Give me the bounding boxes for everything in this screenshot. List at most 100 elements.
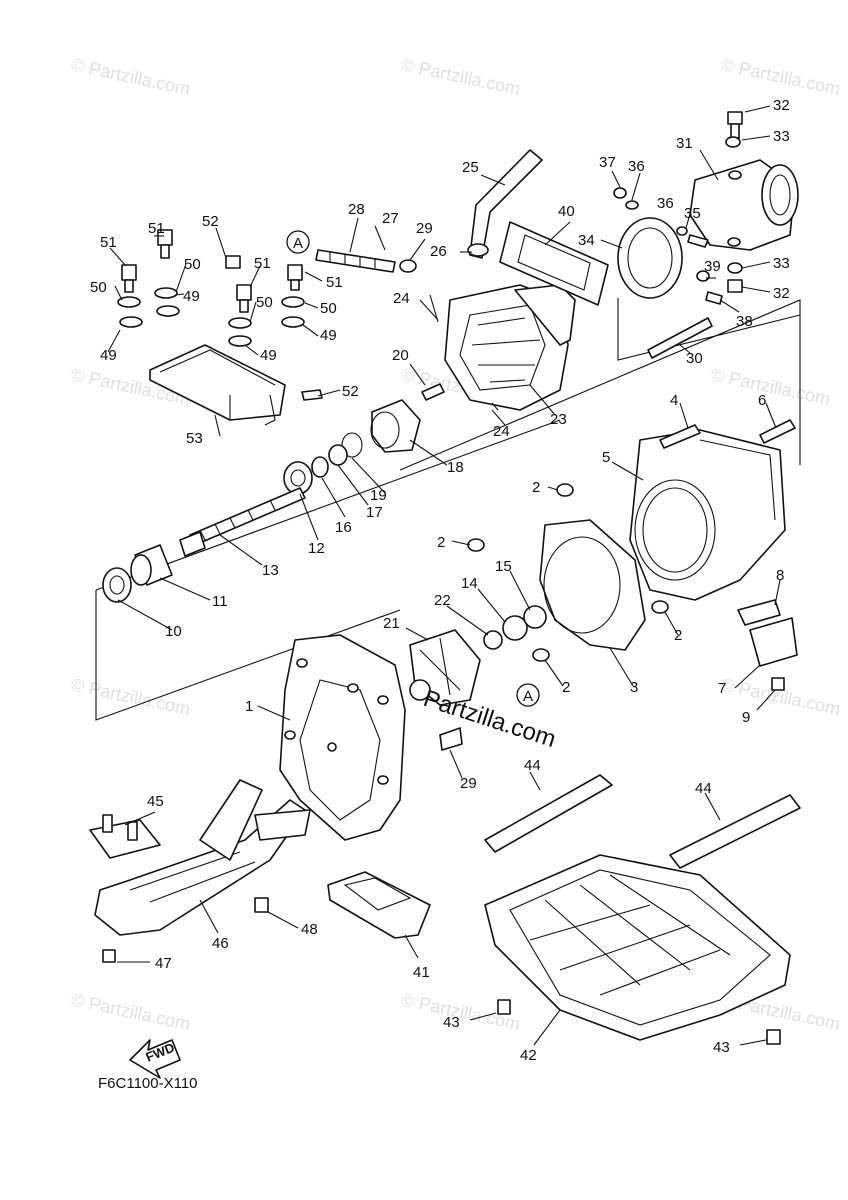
callout-34: 34 [578, 232, 595, 249]
leader-lines [107, 105, 781, 1046]
callout-26: 26 [430, 243, 447, 260]
callout-6: 6 [758, 392, 766, 409]
fwd-arrow-icon: FWD [129, 1039, 181, 1079]
callout-13: 13 [262, 562, 279, 579]
callout-4: 4 [670, 392, 678, 409]
callout-36: 36 [628, 158, 645, 175]
callout-52: 52 [342, 383, 359, 400]
callout-32: 32 [773, 97, 790, 114]
callout-17: 17 [366, 504, 383, 521]
callout-8: 8 [776, 567, 784, 584]
dowel-pins-2 [467, 483, 669, 662]
callout-35: 35 [684, 205, 701, 222]
drive-shaft-13 [179, 487, 306, 557]
bolts-4-6 [659, 419, 796, 449]
callout-42: 42 [520, 1047, 537, 1064]
pump-body-1 [279, 634, 406, 841]
callout-3: 3 [630, 679, 638, 696]
callout-2: 2 [674, 627, 682, 644]
callout-43: 43 [443, 1014, 460, 1031]
nozzle-ring-34 [617, 217, 683, 299]
callout-33: 33 [773, 128, 790, 145]
callout-48: 48 [301, 921, 318, 938]
callout-7: 7 [718, 680, 726, 697]
gasket-frame-40 [499, 221, 609, 306]
small-hardware-right [613, 111, 743, 305]
callout-11: 11 [212, 593, 228, 610]
callout-23: 23 [550, 411, 567, 428]
callout-14: 14 [461, 575, 478, 592]
callout-10: 10 [165, 623, 182, 640]
intake-duct-46 [94, 779, 311, 936]
rail-44-left [484, 774, 613, 853]
callout-18: 18 [447, 459, 464, 476]
hose-parts [315, 149, 543, 273]
svg-text:A: A [293, 235, 303, 252]
callout-52: 52 [202, 213, 219, 230]
callout-49: 49 [100, 347, 117, 364]
reference-marker-a-top: A [286, 230, 310, 254]
callout-12: 12 [308, 540, 325, 557]
callout-2: 2 [437, 534, 445, 551]
watermark-text: © Partzilla.com [69, 989, 192, 1034]
watermark-text: © Partzilla.com [399, 54, 522, 99]
frame-line-right [399, 299, 801, 471]
callout-40: 40 [558, 203, 575, 220]
ride-plate-42 [484, 854, 791, 1041]
callout-2: 2 [532, 479, 540, 496]
callout-41: 41 [413, 964, 430, 981]
callout-46: 46 [212, 935, 229, 952]
watermark-text: © Partzilla.com [69, 674, 192, 719]
callout-5: 5 [602, 449, 610, 466]
callout-51: 51 [148, 220, 165, 237]
mount-45 [89, 814, 161, 859]
clamp-29-lower [439, 727, 463, 751]
callout-19: 19 [370, 487, 387, 504]
bolt-43-right [766, 1029, 781, 1045]
callout-49: 49 [260, 347, 277, 364]
callout-21: 21 [383, 615, 400, 632]
callout-9: 9 [742, 709, 750, 726]
callout-37: 37 [599, 154, 616, 171]
impeller-21 [409, 629, 481, 706]
callout-50: 50 [184, 256, 201, 273]
steering-nozzle-31 [689, 159, 799, 251]
callout-45: 45 [147, 793, 164, 810]
callout-labels: 1 2 2 2 2 3 4 5 6 7 8 9 10 11 12 13 14 1… [90, 97, 790, 1064]
bracket-plate-53 [149, 344, 286, 426]
bolt-48 [254, 897, 269, 913]
callout-51: 51 [100, 234, 117, 251]
callout-36: 36 [657, 195, 674, 212]
callout-27: 27 [382, 210, 399, 227]
callout-32: 32 [773, 285, 790, 302]
callout-49: 49 [183, 288, 200, 305]
sleeve-bearing [102, 544, 173, 603]
watermark-text: © Partzilla.com [69, 54, 192, 99]
callout-44: 44 [695, 780, 712, 797]
callout-47: 47 [155, 955, 172, 972]
callout-15: 15 [495, 558, 512, 575]
frame-line-diagonal [95, 419, 561, 591]
callout-29: 29 [460, 775, 477, 792]
callout-33: 33 [773, 255, 790, 272]
bracket-8-7 [737, 599, 798, 691]
wear-ring-liner-3 [539, 519, 646, 651]
callout-39: 39 [704, 258, 721, 275]
callout-31: 31 [676, 135, 693, 152]
callout-25: 25 [462, 159, 479, 176]
callout-50: 50 [320, 300, 337, 317]
impeller-housing-5 [629, 429, 786, 601]
callout-44: 44 [524, 757, 541, 774]
callout-22: 22 [434, 592, 451, 609]
callout-24: 24 [393, 290, 410, 307]
callout-30: 30 [686, 350, 703, 367]
callout-50: 50 [90, 279, 107, 296]
svg-text:A: A [523, 688, 533, 705]
callout-50: 50 [256, 294, 273, 311]
watermark-text: © Partzilla.com [709, 364, 832, 409]
bolt-43-left [497, 999, 511, 1015]
intake-grate-41 [327, 871, 431, 939]
reference-marker-a-lower: A [516, 683, 540, 707]
